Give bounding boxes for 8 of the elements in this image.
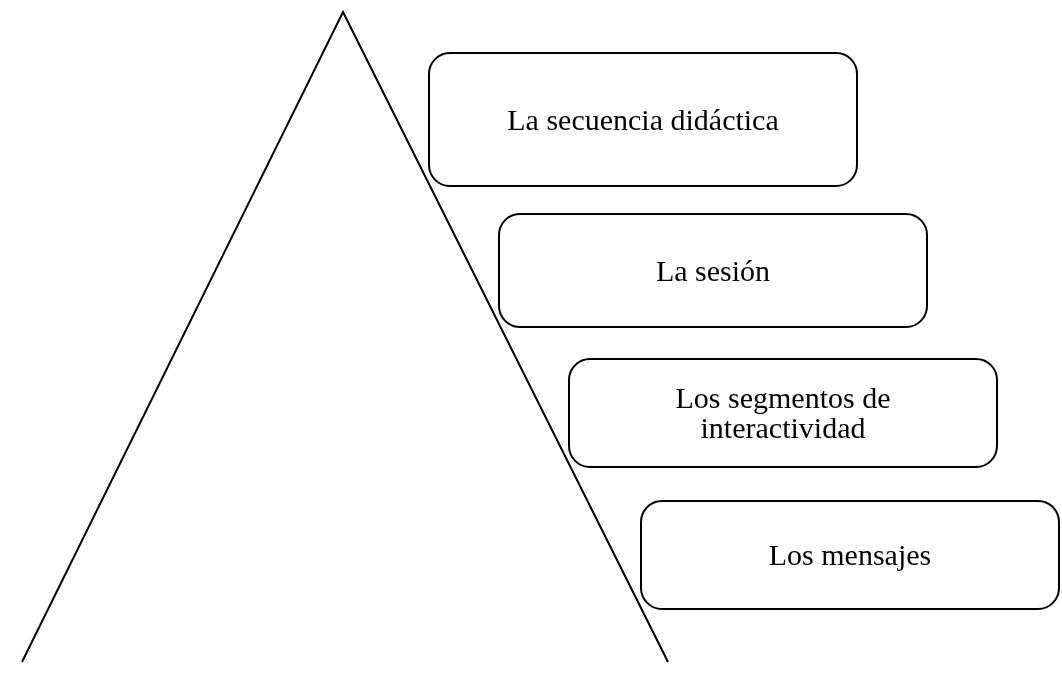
level-box bbox=[428, 52, 858, 187]
level-box bbox=[640, 500, 1060, 610]
level-label: La sesión bbox=[655, 255, 771, 286]
level-box bbox=[498, 213, 928, 328]
level-label: Los segmentos de interactividad bbox=[674, 383, 892, 443]
level-box bbox=[568, 358, 998, 468]
level-label: Los mensajes bbox=[768, 540, 932, 570]
level-label: La secuencia didáctica bbox=[507, 104, 779, 135]
